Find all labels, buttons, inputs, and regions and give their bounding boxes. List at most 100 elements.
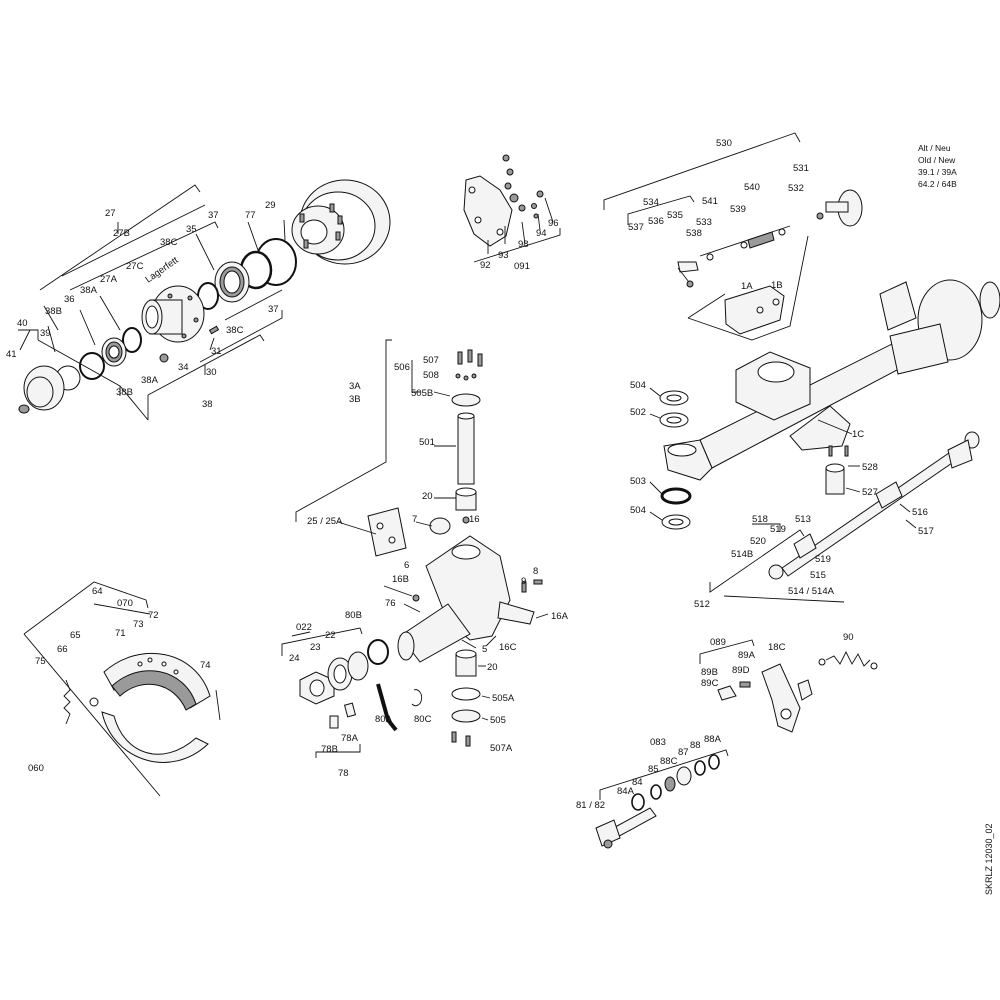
hub-drum-group: 27 27B 38C 35 37 77 29 27C Lagerfett 27A… <box>6 179 391 421</box>
note-line-1: Alt / Neu <box>918 143 951 153</box>
label-20-top: 20 <box>422 491 433 502</box>
label-16A: 16A <box>551 611 569 622</box>
label-520: 520 <box>750 536 766 547</box>
label-517: 517 <box>918 526 934 537</box>
label-3A: 3A <box>349 381 361 392</box>
axle-steering-group: 530 534 535 536 537 538 533 541 539 540 … <box>603 132 1000 610</box>
bolt-31 <box>208 325 220 335</box>
label-022: 022 <box>296 622 312 633</box>
label-513: 513 <box>795 514 811 525</box>
label-38A-top: 38A <box>80 285 98 296</box>
label-77: 77 <box>245 210 256 221</box>
label-8: 8 <box>533 566 538 577</box>
label-89C: 89C <box>701 678 719 689</box>
label-38C-top: 38C <box>160 237 178 248</box>
label-507: 507 <box>423 355 439 366</box>
label-535: 535 <box>667 210 683 221</box>
label-539: 539 <box>730 204 746 215</box>
label-537: 537 <box>628 222 644 233</box>
note-line-3: 39.1 / 39A <box>918 167 957 177</box>
label-72: 72 <box>148 610 159 621</box>
label-541: 541 <box>702 196 718 207</box>
wheel-hub <box>141 285 205 343</box>
label-40: 40 <box>17 318 28 329</box>
brake-drum <box>291 179 391 265</box>
label-73: 73 <box>133 619 144 630</box>
label-85: 85 <box>648 764 659 775</box>
label-27B: 27B <box>113 228 130 239</box>
label-504-top: 504 <box>630 380 646 391</box>
label-80A: 80A <box>375 714 393 725</box>
note-line-4: 64.2 / 64B <box>918 179 957 189</box>
note-line-2: Old / New <box>918 155 956 165</box>
label-65: 65 <box>70 630 81 641</box>
label-93: 93 <box>498 250 509 261</box>
label-94: 94 <box>536 228 547 239</box>
label-37-mid: 37 <box>268 304 279 315</box>
label-519-top: 519 <box>770 524 786 535</box>
label-512: 512 <box>694 599 710 610</box>
label-16C: 16C <box>499 642 517 653</box>
label-89B: 89B <box>701 667 718 678</box>
label-25-25A: 25 / 25A <box>307 516 343 527</box>
label-39: 39 <box>40 328 51 339</box>
label-530: 530 <box>716 138 732 149</box>
label-88A: 88A <box>704 734 722 745</box>
label-505A: 505A <box>492 693 515 704</box>
label-534: 534 <box>643 197 659 208</box>
label-23: 23 <box>310 642 321 653</box>
label-506: 506 <box>394 362 410 373</box>
slack-adjuster-group: 089 89B 89C 89A 89D 18C 90 083 88A 88 87… <box>576 632 878 849</box>
label-507A: 507A <box>490 743 513 754</box>
label-527: 527 <box>862 487 878 498</box>
bearing-36 <box>101 337 127 367</box>
label-38B-top: 38B <box>45 306 62 317</box>
label-502: 502 <box>630 407 646 418</box>
label-84: 84 <box>632 777 643 788</box>
label-78A: 78A <box>341 733 359 744</box>
label-76: 76 <box>385 598 396 609</box>
label-87: 87 <box>678 747 689 758</box>
hub-cap <box>18 365 65 414</box>
label-505: 505 <box>490 715 506 726</box>
label-80B: 80B <box>345 610 362 621</box>
label-1A: 1A <box>741 281 753 292</box>
label-88C: 88C <box>660 756 678 767</box>
drawing-code: SKRLZ 12030_02 <box>984 823 994 895</box>
label-34: 34 <box>178 362 189 373</box>
label-16B: 16B <box>392 574 409 585</box>
label-lagerfett: Lagerfett <box>143 255 180 286</box>
label-81-82: 81 / 82 <box>576 800 605 811</box>
label-519-bot: 519 <box>815 554 831 565</box>
label-64: 64 <box>92 586 103 597</box>
label-060: 060 <box>28 763 44 774</box>
label-38A-bot: 38A <box>141 375 159 386</box>
label-501: 501 <box>419 437 435 448</box>
label-083: 083 <box>650 737 666 748</box>
label-78: 78 <box>338 768 349 779</box>
label-24: 24 <box>289 653 300 664</box>
label-30: 30 <box>206 367 217 378</box>
label-89A: 89A <box>738 650 756 661</box>
label-66: 66 <box>57 644 68 655</box>
label-091: 091 <box>514 261 530 272</box>
label-1B: 1B <box>771 280 783 291</box>
brake-shoe-group: 64 070 72 73 71 65 66 75 74 060 <box>23 581 221 797</box>
label-538: 538 <box>686 228 702 239</box>
label-514-514A: 514 / 514A <box>788 586 835 597</box>
label-38: 38 <box>202 399 213 410</box>
label-92: 92 <box>480 260 491 271</box>
knuckle-kingpin-group: 506 507 508 3A 3B 505B 501 20 25 / 25A 7… <box>281 339 569 779</box>
label-505B: 505B <box>411 388 433 399</box>
label-37-top: 37 <box>208 210 219 221</box>
label-29: 29 <box>265 200 276 211</box>
label-1C: 1C <box>852 429 864 440</box>
label-540: 540 <box>744 182 760 193</box>
ring-38B <box>79 352 105 380</box>
label-533: 533 <box>696 217 712 228</box>
label-71: 71 <box>115 628 126 639</box>
label-35: 35 <box>186 224 197 235</box>
label-75: 75 <box>35 656 46 667</box>
label-503: 503 <box>630 476 646 487</box>
label-6: 6 <box>404 560 409 571</box>
